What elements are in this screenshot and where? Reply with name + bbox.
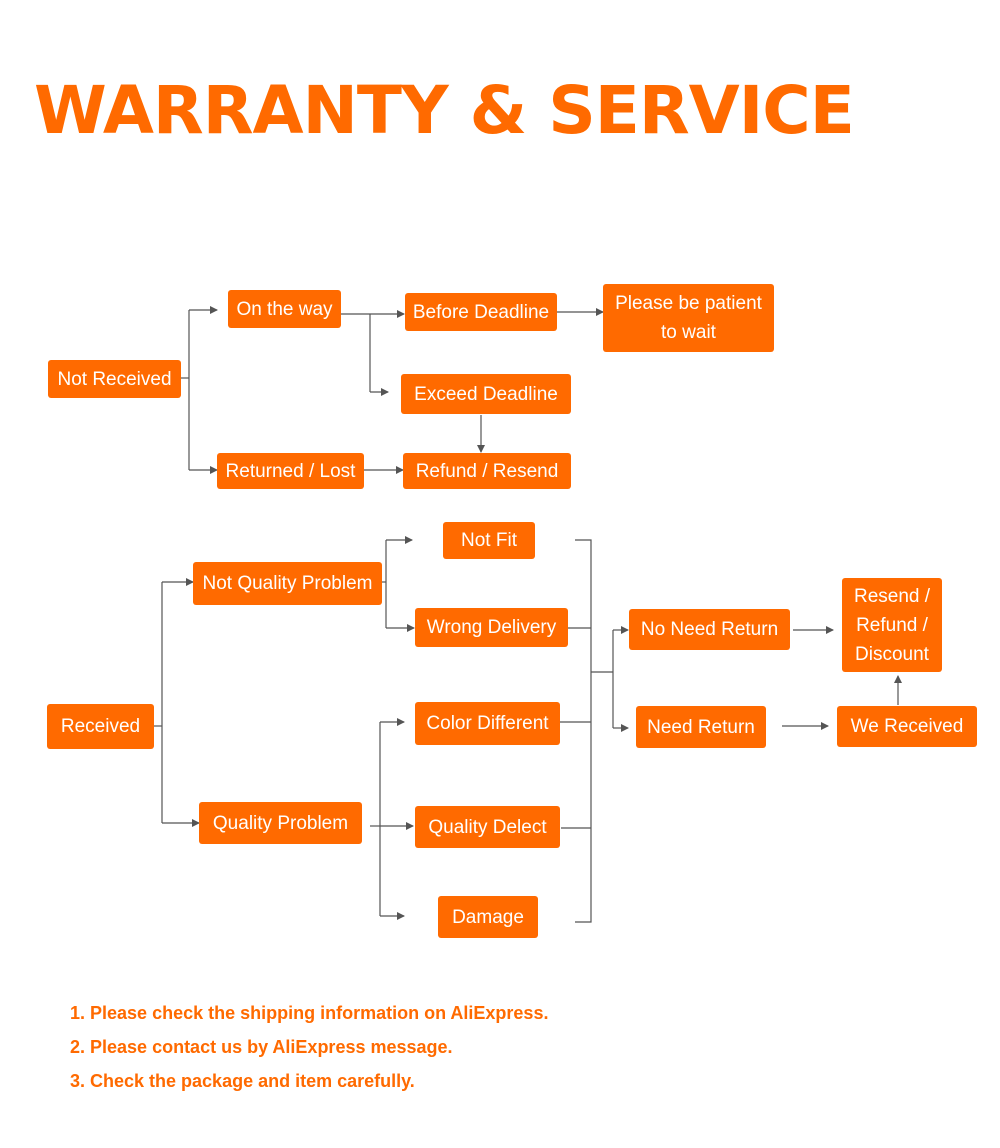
node-no-need-return: No Need Return: [629, 609, 790, 650]
node-before-deadline: Before Deadline: [405, 293, 557, 331]
node-color-different: Color Different: [415, 702, 560, 745]
node-resend-refund-discount: Resend / Refund / Discount: [842, 578, 942, 672]
node-refund-resend: Refund / Resend: [403, 453, 571, 489]
note-item: 1. Please check the shipping information…: [70, 1003, 549, 1023]
node-on-the-way: On the way: [228, 290, 341, 328]
node-exceed-deadline: Exceed Deadline: [401, 374, 571, 414]
node-need-return: Need Return: [636, 706, 766, 748]
notes-list: 1. Please check the shipping information…: [70, 1003, 548, 1105]
page-title: WARRANTY & SERVICE: [34, 72, 855, 149]
node-please-be-patient: Please be patient to wait: [603, 284, 774, 352]
note-item: 2. Please contact us by AliExpress messa…: [70, 1037, 453, 1057]
node-quality-problem: Quality Problem: [199, 802, 362, 844]
node-not-received: Not Received: [48, 360, 181, 398]
node-not-quality-problem: Not Quality Problem: [193, 562, 382, 605]
node-quality-defect: Quality Delect: [415, 806, 560, 848]
node-wrong-delivery: Wrong Delivery: [415, 608, 568, 647]
node-received: Received: [47, 704, 154, 749]
node-returned-lost: Returned / Lost: [217, 453, 364, 489]
node-we-received: We Received: [837, 706, 977, 747]
node-damage: Damage: [438, 896, 538, 938]
node-not-fit: Not Fit: [443, 522, 535, 559]
note-item: 3. Check the package and item carefully.: [70, 1071, 415, 1091]
